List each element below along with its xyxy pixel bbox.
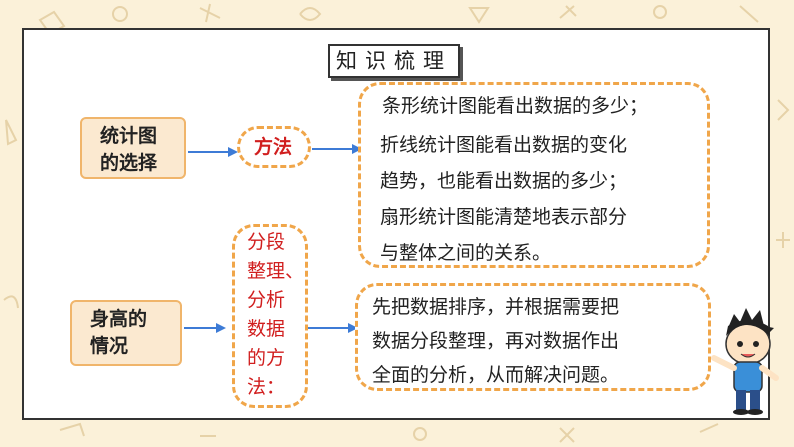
content2-line1: 先把数据排序，并根据需要把 — [372, 296, 620, 318]
content2-line3: 全面的分析，从而解决问题。 — [372, 364, 620, 386]
method-lines-2: 分段 整理、 分析 数据 的方 法： — [247, 228, 304, 402]
label-chart-selection-line1: 统计图 — [100, 125, 158, 147]
content1-line5: 与整体之间的关系。 — [380, 242, 552, 264]
method2-line5: 的方 — [247, 347, 286, 369]
content1-line1: 条形统计图能看出数据的多少； — [382, 95, 649, 117]
label-height-line2: 情况 — [90, 335, 129, 357]
content-box-2 — [355, 283, 711, 391]
label-height-situation: 身高的 情况 — [70, 300, 182, 366]
arrow-right-icon — [312, 144, 362, 154]
page-title: 知识梳理 — [328, 44, 460, 78]
label-chart-selection: 统计图 的选择 — [80, 117, 186, 179]
content2-line2: 数据分段整理，再对数据作出 — [372, 330, 620, 352]
arrow-right-icon — [188, 147, 238, 157]
method2-line4: 数据 — [247, 318, 286, 340]
boy-character-icon — [711, 308, 779, 415]
arrow-right-icon — [184, 323, 226, 333]
content1-line3: 趋势，也能看出数据的多少； — [380, 170, 628, 192]
content1-line2: 折线统计图能看出数据的变化 — [380, 134, 628, 156]
method-box-2 — [232, 224, 308, 408]
method2-line3: 分析 — [247, 289, 286, 311]
label-chart-selection-line2: 的选择 — [100, 152, 158, 174]
arrow-right-icon — [308, 323, 358, 333]
method2-line1: 分段 — [247, 231, 286, 253]
content1-line4: 扇形统计图能清楚地表示部分 — [380, 206, 628, 228]
label-height-line1: 身高的 — [90, 308, 148, 330]
method2-line2: 整理、 — [247, 260, 305, 282]
method-label-1: 方法 — [254, 136, 293, 158]
content-box-1 — [358, 82, 710, 268]
method-box-1: 方法 — [237, 126, 311, 168]
method2-line6: 法： — [247, 376, 286, 398]
